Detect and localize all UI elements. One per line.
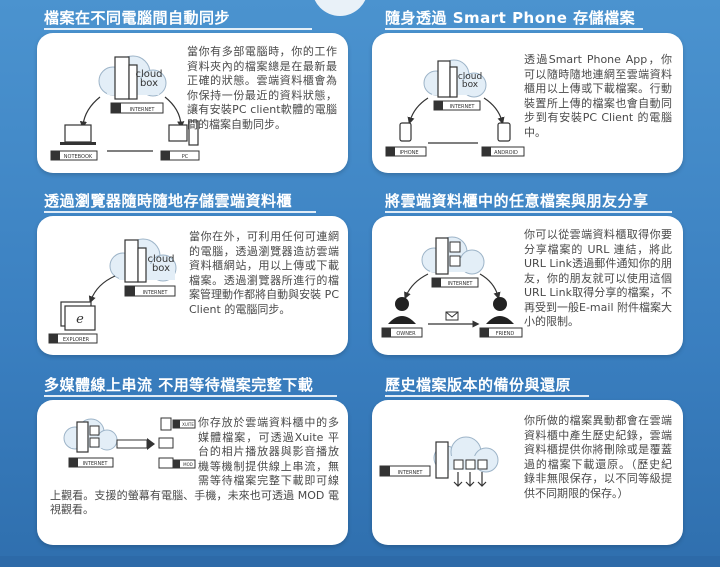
- section-underline: [385, 28, 643, 30]
- folder-internet-icon: INTERNET: [431, 277, 479, 288]
- history-illustration: INTERNET: [379, 436, 499, 487]
- svg-text:EXPLORER: EXPLORER: [63, 337, 90, 343]
- file-cabinet-icon: [124, 239, 139, 283]
- section-description-text: 你存放於雲端資料櫃中的多媒體檔案，可透過Xuite 平台的相片播放器與影音播放機…: [50, 416, 339, 516]
- section-underline: [385, 211, 672, 213]
- folder-explorer-icon: EXPLORER: [48, 333, 98, 344]
- desktop-pc-icon: [168, 120, 199, 146]
- smartphone-illustration: cloud box INTERNET IPHONE ANDROID: [385, 59, 525, 157]
- section-description: 你所做的檔案異動都會在雲端資料櫃中產生歷史紀錄，雲端資料櫃提供你將刪除或是覆蓋過…: [524, 414, 672, 500]
- bottom-bar: [0, 556, 720, 567]
- version-file-icon: [453, 459, 464, 470]
- svg-text:e: e: [76, 312, 84, 327]
- browser-illustration: cloud box INTERNET e EXPLORER: [48, 238, 177, 344]
- card-share: INTERNET OWNER FRIEND 你可以從雲端資料櫃取得你要分享檔案的…: [372, 216, 683, 355]
- document-icon: [449, 241, 461, 253]
- file-cabinet-icon: [435, 441, 449, 479]
- section-description: 你存放於雲端資料櫃中的多媒體檔案，可透過Xuite 平台的相片播放器與影音播放機…: [50, 416, 339, 538]
- svg-text:INTERNET: INTERNET: [448, 281, 474, 287]
- svg-text:cloud: cloud: [135, 69, 162, 80]
- svg-text:INTERNET: INTERNET: [83, 461, 109, 467]
- card-smartphone: cloud box INTERNET IPHONE ANDROID 透過Smar…: [372, 33, 683, 173]
- folder-internet-icon: INTERNET: [124, 285, 176, 297]
- section-title-browser: 透過瀏覽器隨時隨地存儲雲端資料櫃: [44, 192, 293, 210]
- section-underline: [44, 211, 316, 213]
- svg-text:NOTEBOOK: NOTEBOOK: [64, 154, 93, 160]
- streaming-illustration: INTERNET XUITE MOD: [63, 417, 196, 469]
- file-cabinet-icon: [114, 56, 130, 100]
- svg-text:ANDROID: ANDROID: [494, 150, 518, 156]
- svg-text:MOD: MOD: [183, 462, 193, 467]
- section-description: 當你在外，可利用任何可連網的電腦，透過瀏覽器造訪雲端資料櫃網站，用以上傳或下載檔…: [189, 230, 339, 316]
- section-underline: [44, 395, 337, 397]
- svg-text:IPHONE: IPHONE: [399, 150, 418, 156]
- monitor-icon: [158, 437, 174, 449]
- version-file-icon: [465, 459, 476, 470]
- svg-text:INTERNET: INTERNET: [143, 290, 169, 296]
- card-sync: cloud box INTERNET NOTEBOOK PC 當你有多部電腦時，…: [37, 33, 348, 173]
- svg-text:box: box: [140, 78, 158, 89]
- section-title-smartphone: 隨身透過 Smart Phone 存儲檔案: [385, 9, 636, 27]
- laptop-icon: [60, 124, 96, 145]
- card-browser: cloud box INTERNET e EXPLORER 當你在外，可利用任何…: [37, 216, 348, 355]
- download-arrow-icon: [453, 472, 463, 487]
- version-file-icon: [477, 459, 488, 470]
- phone-icon: [160, 417, 172, 431]
- folder-pc-icon: PC: [160, 150, 200, 161]
- section-underline: [44, 28, 312, 30]
- folder-xuite-icon: XUITE: [172, 419, 196, 429]
- top-notch: [312, 0, 368, 16]
- sync-illustration: cloud box INTERNET NOTEBOOK PC: [50, 55, 200, 161]
- user-friend-icon: [486, 297, 514, 324]
- svg-text:INTERNET: INTERNET: [130, 107, 156, 113]
- android-phone-icon: [497, 122, 511, 142]
- iphone-icon: [399, 122, 412, 142]
- file-cabinet-icon: [76, 421, 89, 453]
- download-arrow-icon: [477, 472, 487, 487]
- svg-text:box: box: [152, 263, 170, 274]
- folder-friend-icon: FRIEND: [479, 327, 523, 338]
- media-file-icon: [89, 425, 100, 436]
- media-file-icon: [89, 437, 100, 448]
- folder-owner-icon: OWNER: [381, 327, 423, 338]
- browser-window-icon: e: [60, 301, 96, 331]
- card-streaming: INTERNET XUITE MOD 你存放於雲端資料櫃中的多媒體檔案，可透過X…: [37, 400, 348, 545]
- section-title-share: 將雲端資料櫃中的任意檔案與朋友分享: [385, 192, 649, 210]
- section-description: 透過Smart Phone App，你可以隨時隨地連網至雲端資料櫃用以上傳或下載…: [524, 53, 672, 139]
- folder-internet-icon: INTERNET: [433, 100, 481, 111]
- folder-android-icon: ANDROID: [481, 146, 525, 157]
- section-description: 當你有多部電腦時，你的工作資料夾內的檔案總是在最新最正確的狀態。雲端資料櫃會為你…: [187, 45, 337, 131]
- svg-text:cloud: cloud: [458, 72, 482, 82]
- svg-text:XUITE: XUITE: [182, 422, 194, 427]
- file-cabinet-icon: [435, 237, 449, 275]
- section-title-history: 歷史檔案版本的備份與還原: [385, 376, 572, 394]
- svg-text:INTERNET: INTERNET: [450, 104, 476, 110]
- folder-mod-icon: MOD: [172, 459, 196, 469]
- folder-notebook-icon: NOTEBOOK: [50, 150, 98, 161]
- user-owner-icon: [388, 297, 416, 324]
- section-description: 你可以從雲端資料櫃取得你要分享檔案的 URL 連結，將此URL Link透過郵件…: [524, 228, 672, 328]
- download-arrow-icon: [465, 472, 475, 487]
- svg-text:cloud: cloud: [147, 254, 174, 265]
- section-title-sync: 檔案在不同電腦間自動同步: [44, 9, 231, 27]
- svg-text:INTERNET: INTERNET: [398, 470, 424, 476]
- folder-internet-icon: INTERNET: [68, 457, 114, 468]
- svg-text:OWNER: OWNER: [396, 331, 416, 337]
- section-title-streaming: 多媒體線上串流 不用等待檔案完整下載: [44, 376, 314, 394]
- svg-text:FRIEND: FRIEND: [496, 331, 515, 337]
- folder-iphone-icon: IPHONE: [385, 146, 427, 157]
- svg-text:box: box: [462, 80, 479, 90]
- mail-icon: [445, 311, 459, 321]
- card-history: INTERNET 你所做的檔案異動都會在雲端資料櫃中產生歷史紀錄，雲端資料櫃提供…: [372, 400, 683, 545]
- share-illustration: INTERNET OWNER FRIEND: [381, 236, 523, 338]
- svg-text:PC: PC: [182, 154, 189, 160]
- file-cabinet-icon: [437, 60, 451, 98]
- folder-internet-icon: INTERNET: [379, 465, 431, 477]
- document-icon: [449, 255, 461, 267]
- section-underline: [385, 395, 589, 397]
- folder-internet-icon: INTERNET: [110, 102, 164, 114]
